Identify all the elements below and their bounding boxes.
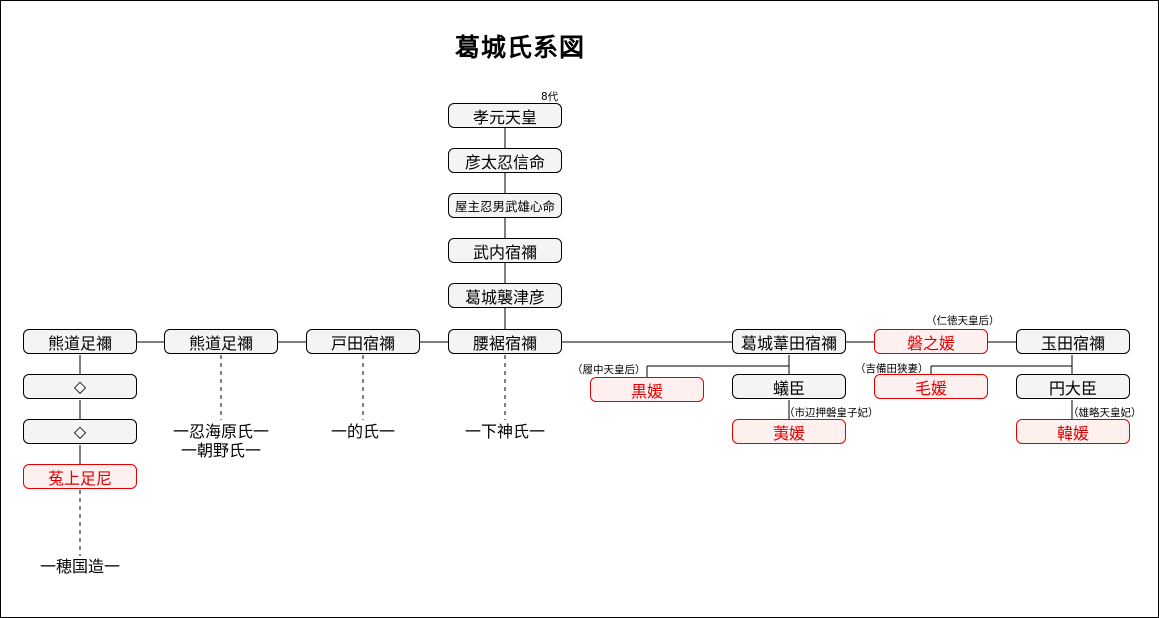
clan-shimotsu: 一下神氏一 <box>464 422 545 441</box>
clan-ikuha: 一的氏一 <box>330 422 395 441</box>
node-kumamichi-right: 熊道足禰 <box>164 329 278 354</box>
node-ke-hime: 毛媛 <box>874 374 988 399</box>
node-ari: 蟻臣 <box>732 374 846 399</box>
note-kuro: （履中天皇后） <box>572 364 646 376</box>
node-tsubura: 円大臣 <box>1016 374 1130 399</box>
node-unknown-1: ◇ <box>23 374 137 399</box>
node-kara-hime: 韓媛 <box>1016 419 1130 444</box>
node-toda: 戸田宿禰 <box>306 329 420 354</box>
clan-hozumi: 一穂国造一 <box>39 557 120 576</box>
node-koshitsuki: 腰裾宿禰 <box>448 329 562 354</box>
node-unknown-2: ◇ <box>23 419 137 444</box>
clan-oshinumi: 一忍海原氏一 <box>172 422 269 441</box>
note-iwa: （仁徳天皇后） <box>926 315 1000 327</box>
generation-note: 8代 <box>541 91 559 103</box>
node-kuro-hime: 黒媛 <box>590 377 704 402</box>
note-hae: （市辺押磐皇子妃） <box>784 407 879 419</box>
node-iwa-no-hime: 磐之媛 <box>874 329 988 354</box>
clan-asano: 一朝野氏一 <box>180 441 261 460</box>
diagram-title: 葛城氏系図 <box>454 33 585 62</box>
node-yanushi: 屋主忍男武雄心命 <box>448 193 562 218</box>
node-kumamichi-left: 熊道足禰 <box>23 329 137 354</box>
note-ke: （吉備田狭妻） <box>855 363 929 375</box>
node-mukaiage: 菟上足尼 <box>23 464 137 489</box>
node-hae-hime: 荑媛 <box>732 419 846 444</box>
node-kogen-tenno: 孝元天皇 <box>448 103 562 128</box>
node-ashita: 葛城葦田宿禰 <box>732 329 846 354</box>
node-takeuchi: 武内宿禰 <box>448 238 562 263</box>
node-tamada: 玉田宿禰 <box>1016 329 1130 354</box>
node-sotsuhiko: 葛城襲津彦 <box>448 283 562 308</box>
note-kara: （雄略天皇妃） <box>1068 407 1142 419</box>
node-hikofuto: 彦太忍信命 <box>448 148 562 173</box>
